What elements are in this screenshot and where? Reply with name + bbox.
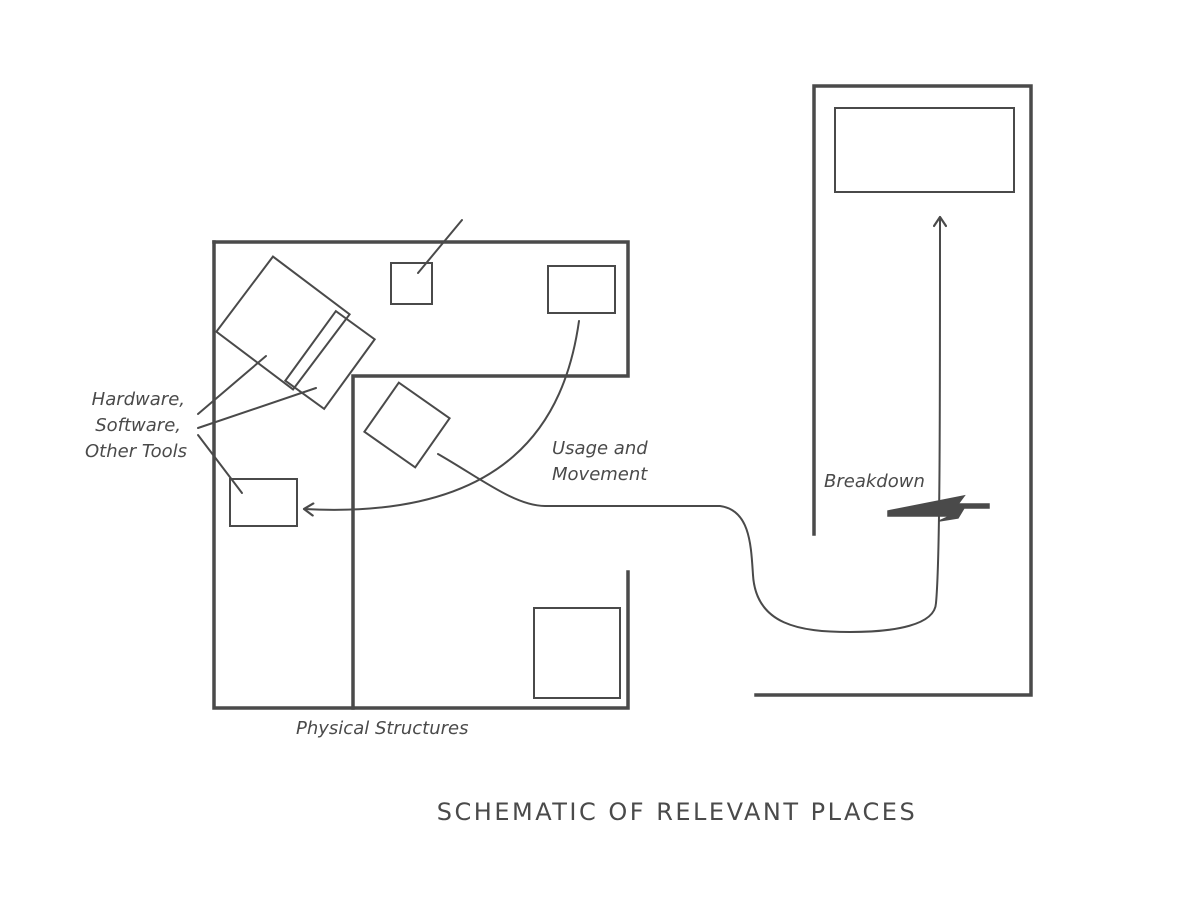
tools-leader-2 [197,387,317,429]
left-room-walls [212,240,630,710]
tools-label-line1: Hardware, [92,389,185,410]
left-room-outer-wall [212,240,355,710]
tools-label-line2: Software, [95,415,181,436]
right-room-walls [754,84,1033,697]
breakdown-label: Breakdown [824,471,925,492]
top-right-rect [547,265,616,314]
tilted-desk-small [283,309,377,411]
tilted-square [363,381,451,469]
small-square-object [390,262,433,305]
usage-label-line2: Movement [552,464,648,485]
usage-arrow [304,320,580,510]
breakdown-zigzag-icon [887,494,990,522]
tools-label-line3: Other Tools [85,441,187,462]
diagram-title: SCHEMATIC OF RELEVANT PLACES [437,798,917,826]
right-room-rect [834,107,1015,193]
tools-leader-3 [197,434,243,494]
bottom-square [533,607,621,699]
left-rect [229,478,298,527]
usage-label-line1: Usage and [552,438,648,459]
tilted-desk-large [214,255,352,391]
movement-arrow [437,217,940,634]
small-square-line [417,219,463,274]
tools-leader-1 [197,355,267,415]
physical-structures-label: Physical Structures [296,718,468,739]
